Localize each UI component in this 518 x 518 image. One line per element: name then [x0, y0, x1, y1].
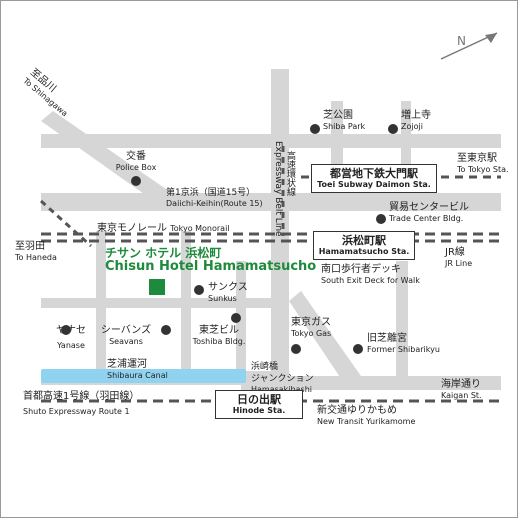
shiba-park-label: 芝公園 Shiba Park — [323, 110, 366, 131]
road-south-vertical — [396, 261, 408, 381]
hotel-name-jp: チサン ホテル 浜松町 — [105, 246, 222, 260]
expressway-belt-en-label: Expressway Belt Line — [273, 141, 283, 237]
monorail-label: 東京モノレール Tokyo Monorail — [97, 223, 230, 234]
trade-center-marker — [376, 214, 386, 224]
north-arrow-icon: N — [440, 32, 498, 60]
station-hinode[interactable]: 日の出駅 Hinode Sta. — [215, 390, 303, 419]
seavans-label: シーバンズ Seavans — [100, 325, 152, 346]
road-sunkus-street — [41, 298, 271, 308]
yanase-en-label: Yanase — [57, 341, 85, 350]
expressway-belt-jp-label: 高速環状線 — [285, 151, 295, 196]
sunkus-marker — [194, 285, 204, 295]
kaigan-label: 海岸通り Kaigan St. — [441, 379, 482, 400]
shibarikyu-label: 旧芝離宮 Former Shibarikyu — [367, 333, 440, 354]
jr-label: JR線 JR Line — [445, 247, 473, 268]
sunkus-label: サンクス Sunkus — [208, 282, 248, 303]
station-daimon[interactable]: 都営地下鉄大門駅 Toei Subway Daimon Sta. — [311, 164, 437, 193]
road-kaigan — [241, 376, 501, 390]
tokyo-gas-marker — [291, 344, 301, 354]
toshiba-label: 東芝ビル Toshiba Bldg. — [192, 325, 246, 346]
road-diagonal-east — [289, 291, 361, 386]
seavans-marker — [161, 325, 171, 335]
police-box-label: 交番 Police Box — [115, 151, 157, 172]
shiba-park-marker — [310, 124, 320, 134]
road-diagonal-west — [41, 111, 176, 206]
station-hamamatsucho[interactable]: 浜松町駅 Hamamatsucho Sta. — [313, 231, 415, 260]
police-box-marker — [131, 176, 141, 186]
hotel-name-en: Chisun Hotel Hamamatsucho — [105, 259, 317, 274]
shibarikyu-marker — [353, 344, 363, 354]
road-west-vertical — [96, 231, 106, 381]
road-east-vertical — [236, 261, 246, 381]
canal-label: 芝浦運河 Shibaura Canal — [107, 359, 168, 380]
zojoji-marker — [388, 124, 398, 134]
shibaura-canal — [41, 369, 246, 383]
toshiba-marker — [231, 313, 241, 323]
route15-label: 第1京浜（国道15号） Daiichi-Keihin(Route 15) — [166, 188, 263, 208]
shuto-label: 首都高速1号線（羽田線） Shuto Expressway Route 1 — [23, 391, 140, 416]
zojoji-label: 増上寺 Zojoji — [401, 110, 431, 131]
yanase-marker — [61, 325, 71, 335]
to-tokyo-label: 至東京駅 To Tokyo Sta. — [457, 153, 509, 174]
tokyo-gas-label: 東京ガス Tokyo Gas — [291, 317, 332, 338]
yurikamome-label: 新交通ゆりかもめ New Transit Yurikamome — [317, 405, 416, 426]
road-shiba-vertical-2 — [401, 101, 411, 201]
road-daimon-street — [41, 134, 501, 148]
south-exit-label: 南口歩行者デッキ South Exit Deck for Walk — [321, 264, 420, 285]
road-mid-vertical — [181, 231, 191, 381]
yanase-label: ヤナセ — [56, 325, 86, 336]
north-label: N — [457, 34, 466, 48]
to-haneda-label: 至羽田 To Haneda — [15, 241, 57, 262]
trade-center-label: 貿易センタービル Trade Center Bldg. — [389, 202, 469, 223]
hotel-marker[interactable] — [149, 279, 165, 295]
